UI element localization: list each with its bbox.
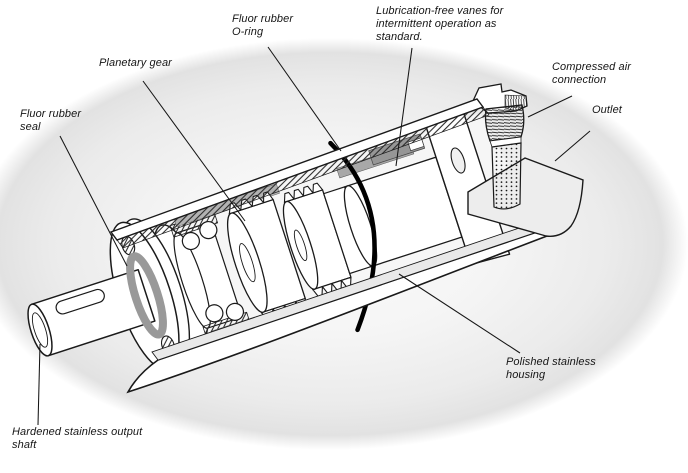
gear-2-teeth-top [283,182,324,203]
shaft-keyway [55,288,105,315]
gear-2-face [282,200,319,290]
shaft-end-face [27,303,53,357]
leader-planetary-gear [142,80,246,222]
gear-2-hub [293,229,308,262]
gear-1-hub [239,243,256,283]
label-fluor-rubber-o-ring: Fluor rubber O-ring [232,13,294,39]
label-outlet: Outlet [592,104,622,116]
leader-vanes [395,47,413,167]
bearing-ball [225,302,245,321]
end-block-slot [450,147,466,174]
label-hardened-stainless-output-shaft: Hardened stainless output shaft [12,426,143,452]
leader-compressed-air-connection [527,95,573,118]
label-lubrication-free-vanes: Lubrication-free vanes for intermittent … [376,5,504,44]
seal-ring [126,252,167,339]
label-fluor-rubber-seal: Fluor rubber seal [20,108,82,134]
leader-lines [37,46,591,426]
leader-fluor-rubber-o-ring [267,46,342,152]
bearing-ball [199,220,218,240]
label-polished-stainless-housing: Polished stainless housing [506,356,596,382]
leader-fluor-rubber-seal [59,135,128,267]
leader-hardened-stainless-output-shaft [37,343,41,426]
label-planetary-gear: Planetary gear [99,57,172,69]
bearing-ball [205,304,224,323]
gear-1-face [226,212,268,313]
air-connection-thread [484,104,525,142]
shaft-face-ring [31,312,49,348]
leader-outlet [554,130,591,162]
bearing-ball [181,231,200,251]
leader-polished-stainless-housing [398,273,521,354]
housing-cut-hatch [116,106,490,249]
label-compressed-air-connection: Compressed air connection [552,61,632,87]
outlet-perforations [491,142,522,210]
housing-front-face [126,229,549,394]
